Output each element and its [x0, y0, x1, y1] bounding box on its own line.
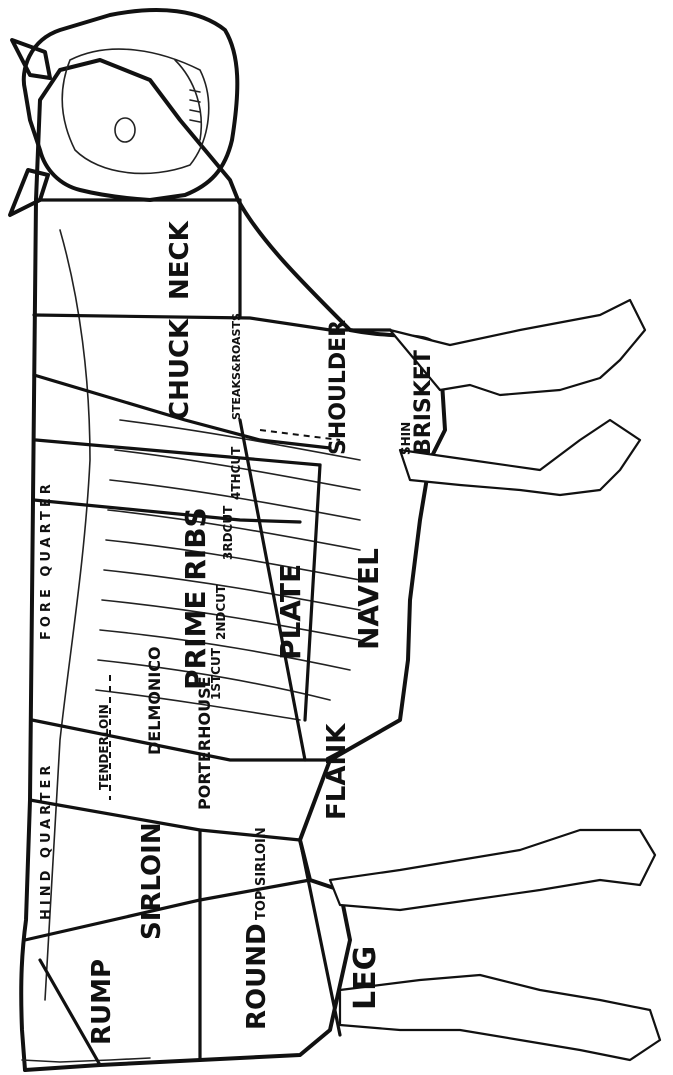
- cow-head: [24, 10, 238, 200]
- label-flank: FLANK: [322, 723, 352, 820]
- label-neck: NECK: [165, 220, 195, 300]
- hind-leg-2: [340, 975, 660, 1060]
- front-leg-2: [400, 420, 640, 495]
- label-forequarter: FORE QUARTER: [39, 480, 54, 640]
- cow-eye: [115, 118, 135, 142]
- label-hindquarter: HIND QUARTER: [39, 762, 54, 920]
- label-navel: NAVEL: [352, 548, 385, 650]
- label-3rd-cut: 3RDCUT: [221, 505, 235, 560]
- label-porterhouse: PORTERHOUSE: [195, 676, 214, 810]
- label-leg: LEG: [348, 946, 383, 1010]
- cow-skull: [62, 49, 209, 173]
- label-4th-cut: 4THCUT: [229, 446, 243, 500]
- label-top-sirloin: TOP SIRLOIN: [254, 827, 269, 920]
- label-plate: PLATE: [274, 564, 307, 660]
- hind-leg-1: [330, 830, 655, 910]
- label-round: ROUND: [242, 923, 272, 1030]
- label-steaks-roasts: STEAKS&ROASTS: [230, 313, 243, 420]
- label-chuck: CHUCK: [165, 318, 195, 420]
- label-prime-ribs: PRIME RIBS: [179, 507, 212, 690]
- label-brisket: BRISKET: [411, 350, 436, 455]
- tail: [22, 1058, 150, 1062]
- cow-teeth: [190, 90, 200, 122]
- label-shin: SHIN: [399, 422, 413, 455]
- cow-horn-bottom: [10, 170, 48, 215]
- label-shoulder: SHOULDER: [326, 320, 351, 455]
- label-delmonico: DELMONICO: [145, 646, 164, 755]
- label-tenderloin: TENDERLOIN: [97, 704, 111, 790]
- cow-horn-top: [12, 40, 50, 78]
- label-sirloin: SIRLOIN: [137, 822, 167, 940]
- label-2nd-cut: 2NDCUT: [214, 584, 228, 640]
- label-rump: RUMP: [87, 959, 117, 1045]
